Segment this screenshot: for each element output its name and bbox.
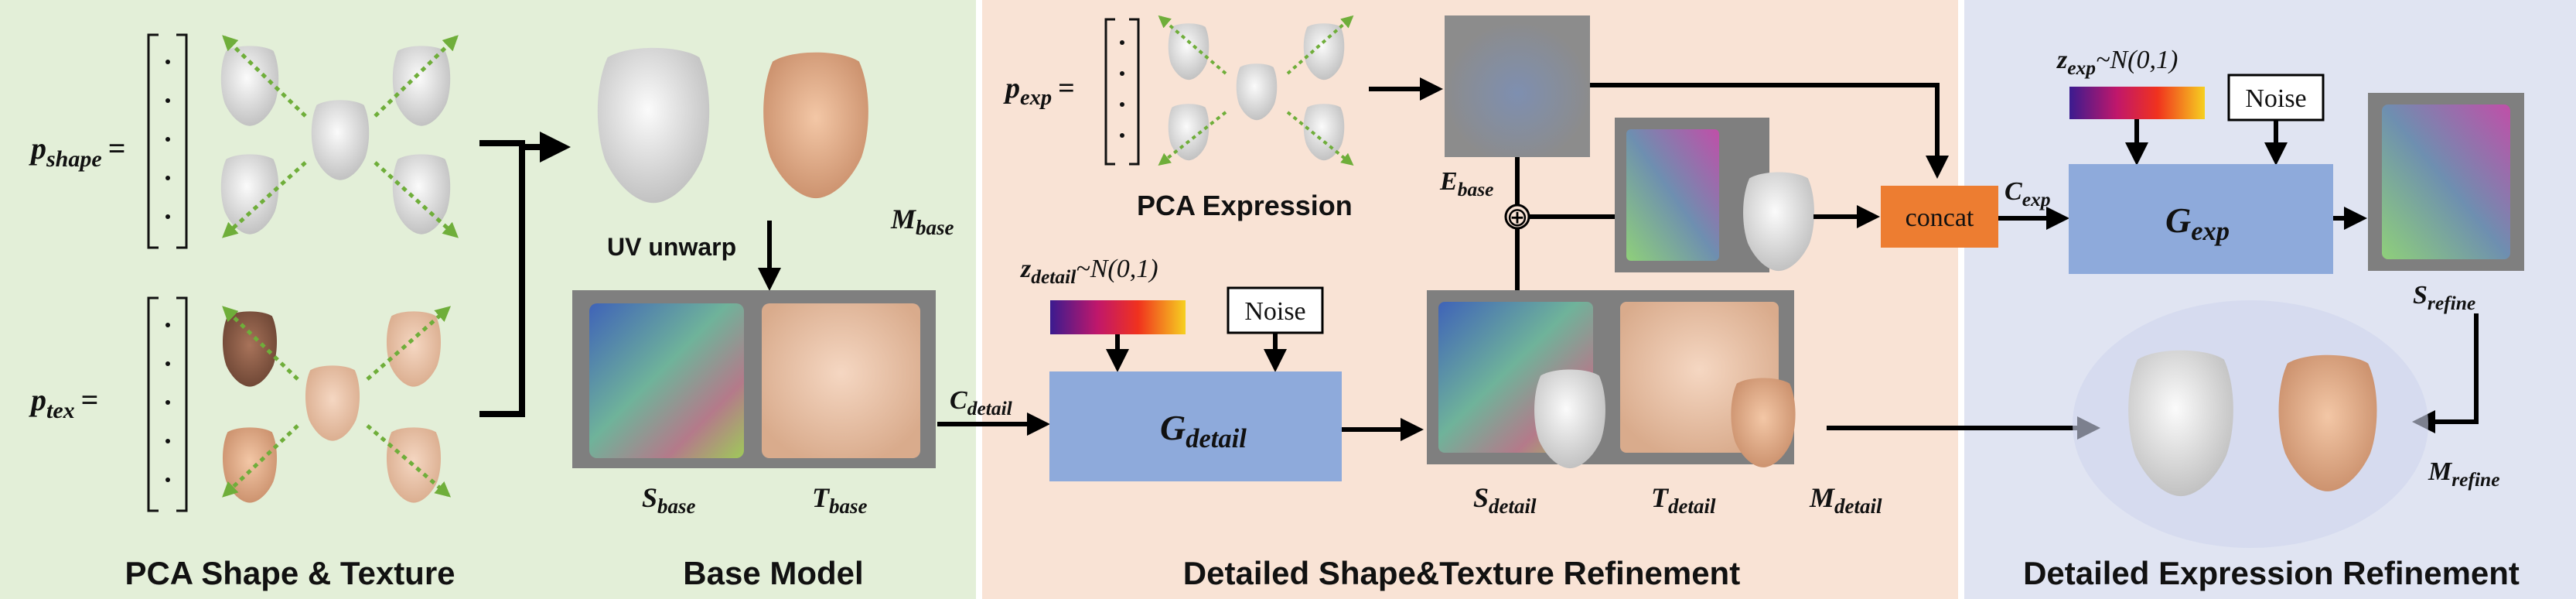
noise-detail-box <box>1227 286 1324 334</box>
p-exp-dots <box>1120 40 1124 138</box>
g-detail-block <box>1049 371 1342 481</box>
s-base-uv-map <box>589 303 744 458</box>
concat-box <box>1881 186 1998 248</box>
p-shape-bracket <box>147 33 188 249</box>
pca-expression-label: PCA Expression <box>1137 190 1353 221</box>
z-detail-vector <box>1050 300 1186 334</box>
s-refine-uv-map <box>2382 104 2510 259</box>
c-detail-label: Cdetail <box>950 386 1013 419</box>
pca-merge-arrow <box>479 132 571 417</box>
texture-pca-arrows <box>222 306 452 498</box>
t-detail-label: Tdetail <box>1651 482 1716 518</box>
s-refine-to-model-arrow <box>2412 313 2479 433</box>
oplus-symbol: ⊕ <box>1506 202 1529 233</box>
g-exp-block <box>2069 164 2333 274</box>
c-exp-label: Cexp <box>2005 177 2051 211</box>
z-exp-vector <box>2069 87 2205 119</box>
uv-unwarp-label: UV unwarp <box>607 233 736 261</box>
s-base-label: Sbase <box>642 482 696 518</box>
e-base-map <box>1445 15 1590 157</box>
section-title-pca: PCA Shape & Texture <box>125 555 455 591</box>
noise-detail-label: Noise <box>1244 297 1305 326</box>
s-refine-label: Srefine <box>2413 281 2475 314</box>
g-detail-label: Gdetail <box>1160 408 1247 454</box>
shape-pca-arrows <box>222 35 459 238</box>
t-base-uv-texture <box>762 303 920 458</box>
s-detail-label: Sdetail <box>1473 482 1537 518</box>
t-base-label: Tbase <box>812 482 868 518</box>
section-title-expression: Detailed Expression Refinement <box>2023 555 2520 591</box>
p-shape-label: pshape= <box>29 131 125 172</box>
p-shape-dots <box>165 60 170 219</box>
noise-exp-box <box>2227 74 2325 122</box>
p-exp-label: pexp= <box>1003 72 1075 110</box>
concat-label: concat <box>1906 204 1974 232</box>
m-refine-label: Mrefine <box>2428 457 2500 491</box>
ebase-to-concat-arrow <box>1590 83 1949 179</box>
m-detail-label: Mdetail <box>1809 482 1882 518</box>
p-tex-bracket <box>147 296 188 512</box>
expression-pca-arrows <box>1158 15 1354 166</box>
g-exp-label: Gexp <box>2165 200 2230 246</box>
z-exp-label: zexp~N(0,1) <box>2056 46 2178 79</box>
noise-exp-label: Noise <box>2245 84 2306 113</box>
exp-uv-map <box>1626 129 1719 261</box>
p-exp-bracket <box>1104 18 1140 166</box>
e-base-label: Ebase <box>1439 167 1493 200</box>
z-detail-label: zdetail~N(0,1) <box>1020 255 1158 288</box>
section-title-base: Base Model <box>683 555 863 591</box>
p-tex-dots <box>165 323 170 482</box>
p-tex-label: ptex= <box>29 382 98 423</box>
section-title-detail: Detailed Shape&Texture Refinement <box>1183 555 1740 591</box>
m-base-label: Mbase <box>890 204 954 239</box>
